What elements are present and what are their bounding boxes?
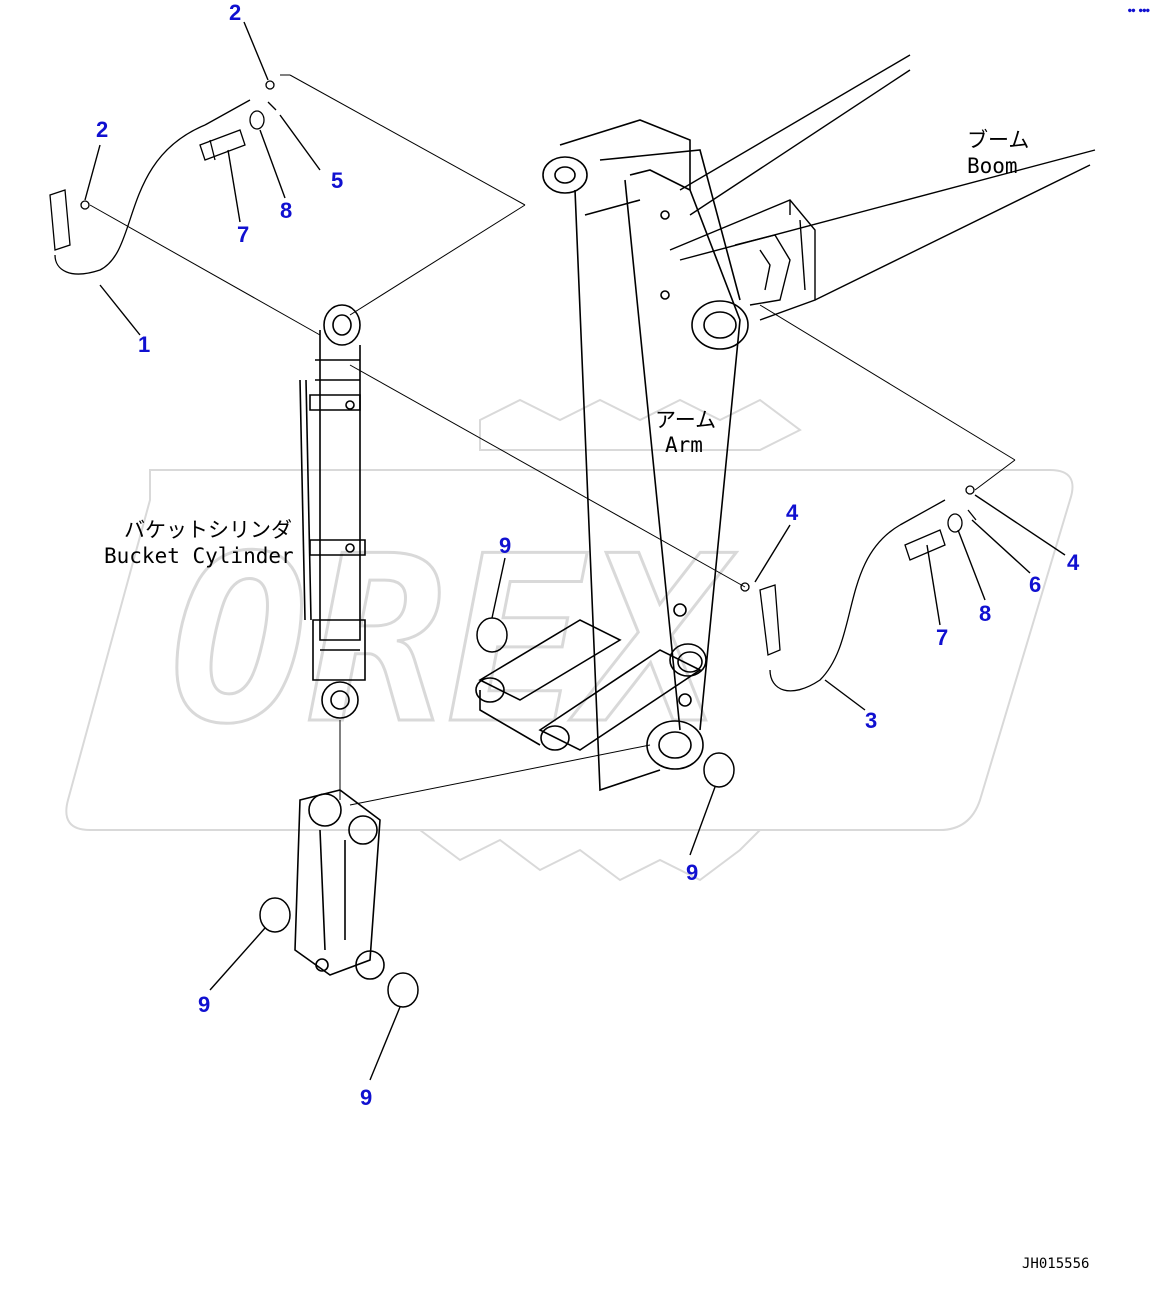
- watermark: OREX: [65, 398, 1074, 882]
- callout-9-arm: 9: [499, 533, 511, 558]
- hoses: [49, 99, 946, 692]
- callout-7-right: 7: [936, 625, 948, 650]
- watermark-text: OREX: [170, 508, 736, 775]
- arm: [542, 119, 749, 792]
- fittings-right: [740, 485, 977, 592]
- document-id: JH015556: [1022, 1256, 1089, 1272]
- assembly-lines: [89, 74, 1016, 806]
- fittings-left: [80, 80, 277, 210]
- bucket-link: [475, 619, 703, 751]
- callout-3: 3: [865, 708, 877, 733]
- bucket-cylinder: [299, 304, 366, 719]
- arm-label-jp: アーム: [655, 408, 716, 432]
- callout-4-mid: 4: [786, 500, 799, 525]
- callout-2-top: 2: [229, 0, 241, 25]
- corner-mark: ●● ●●●: [1128, 7, 1150, 14]
- callout-5: 5: [331, 168, 343, 193]
- boom: [669, 54, 1096, 321]
- callout-8-left: 8: [280, 198, 292, 223]
- callout-7-left: 7: [237, 222, 249, 247]
- callout-9-link-bottom: 9: [360, 1085, 372, 1110]
- callout-8-right: 8: [979, 601, 991, 626]
- bucket-cylinder-label-en: Bucket Cylinder: [104, 544, 294, 568]
- callout-9-link-left: 9: [198, 992, 210, 1017]
- bucket-cylinder-label-jp: バケットシリンダ: [124, 518, 292, 542]
- seal-rings: [259, 617, 735, 1008]
- callout-4-right: 4: [1067, 550, 1080, 575]
- callout-1: 1: [138, 332, 150, 357]
- callout-6: 6: [1029, 572, 1041, 597]
- boom-label-en: Boom: [967, 154, 1018, 178]
- callout-9-bottom-right: 9: [686, 860, 698, 885]
- lower-link: [294, 789, 385, 980]
- boom-label-jp: ブーム: [967, 128, 1029, 152]
- callout-2-left: 2: [96, 117, 108, 142]
- callout-leaders: [84, 21, 1066, 1081]
- arm-label-en: Arm: [665, 433, 703, 457]
